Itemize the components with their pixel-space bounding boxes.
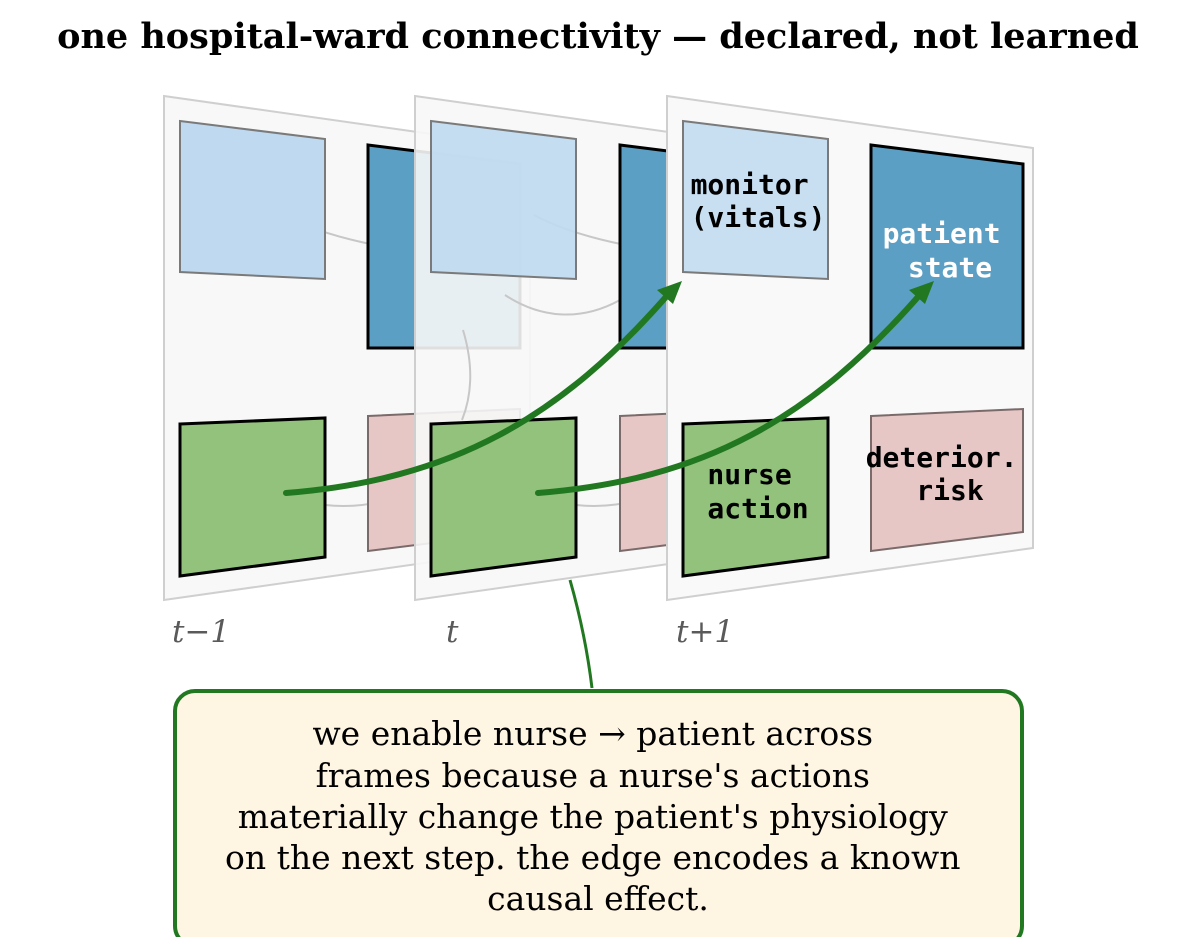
node-risk — [870, 407, 1024, 553]
edge-nurse-to-patient-2 — [535, 287, 927, 496]
node-monitor — [682, 119, 829, 281]
frame-label-t-minus-1: t−1 — [172, 614, 230, 650]
node-nurse — [429, 416, 578, 578]
intra-frame-edge — [461, 329, 472, 421]
monitor-label: monitor (vitals) — [691, 168, 826, 234]
risk-label: deterior. risk — [866, 441, 1035, 507]
cross-frame-edges — [283, 281, 934, 496]
callout-text: we enable nurse → patient across frames … — [225, 714, 971, 918]
nurse-label: nurse action — [707, 458, 808, 525]
callout-pointer — [568, 579, 594, 689]
node-monitor — [430, 119, 577, 281]
node-patient — [869, 143, 1025, 350]
node-nurse — [178, 416, 327, 578]
patient-label: patient state — [883, 217, 1018, 284]
edge-nurse-to-patient-1 — [283, 287, 675, 496]
frame-label-t: t — [446, 614, 459, 650]
frame-t-plus-1: monitor (vitals) patient state nurse act… — [666, 94, 1035, 602]
arrowhead-icon — [657, 281, 682, 304]
arrowhead-icon — [909, 281, 934, 304]
node-monitor — [179, 119, 326, 281]
intra-frame-edge — [504, 294, 621, 316]
callout-box — [173, 689, 1024, 937]
frame-label-t-plus-1: t+1 — [676, 614, 734, 650]
diagram-title: one hospital-ward connectivity — declare… — [57, 16, 1139, 57]
